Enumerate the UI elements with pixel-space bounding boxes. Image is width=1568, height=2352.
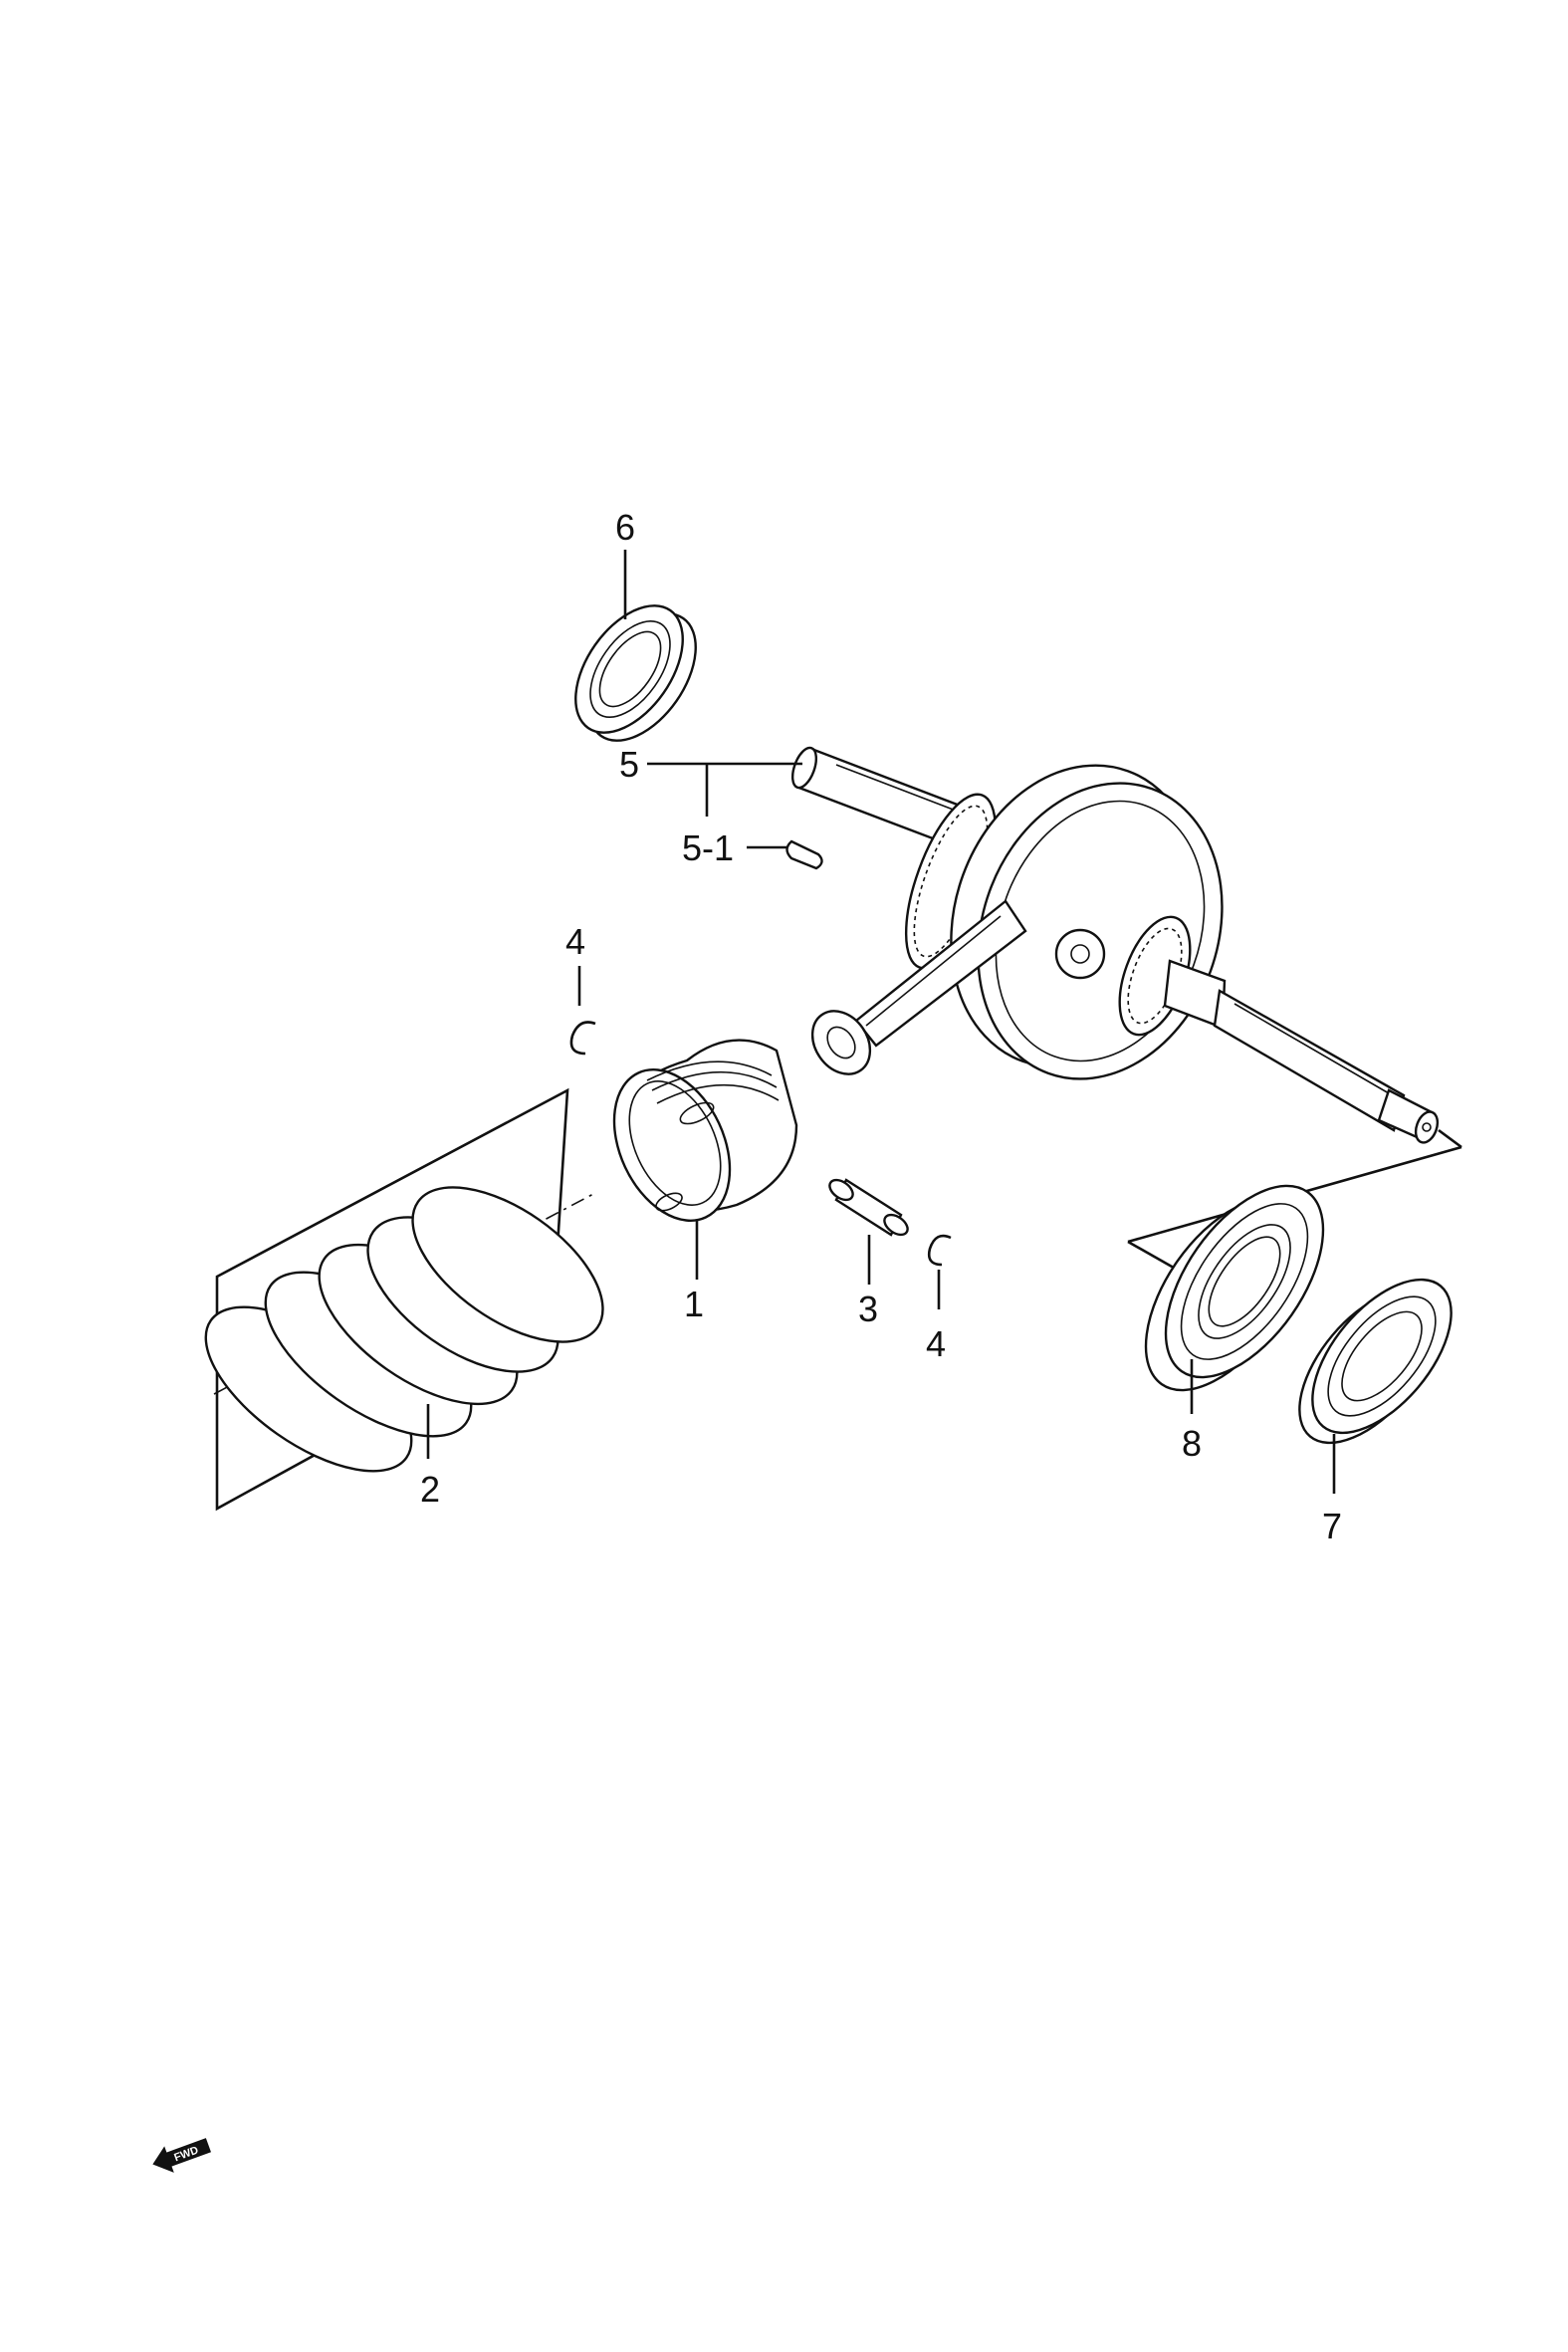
ball-bearing-8 bbox=[1144, 1184, 1325, 1392]
callout-5: 5 bbox=[619, 744, 639, 785]
callout-5-1: 5-1 bbox=[682, 827, 734, 868]
fwd-arrow-icon: FWD bbox=[152, 2138, 211, 2173]
callout-2: 2 bbox=[420, 1469, 440, 1510]
oil-seal-6 bbox=[574, 604, 697, 742]
piston-ring-set-2 bbox=[204, 1087, 604, 1512]
piston-1 bbox=[612, 1039, 798, 1222]
callout-3: 3 bbox=[858, 1289, 878, 1329]
callout-6: 6 bbox=[615, 507, 635, 548]
piston-pin-3 bbox=[828, 1178, 909, 1237]
callout-8: 8 bbox=[1182, 1423, 1202, 1464]
fwd-label: FWD bbox=[172, 2144, 200, 2164]
callout-4-top: 4 bbox=[565, 921, 585, 962]
crankshaft-5 bbox=[790, 746, 1440, 1144]
callout-7: 7 bbox=[1322, 1506, 1342, 1546]
callout-1: 1 bbox=[684, 1284, 704, 1324]
woodruff-key-5-1 bbox=[785, 839, 823, 870]
oil-seal-7 bbox=[1298, 1278, 1453, 1445]
circlip-4-top bbox=[569, 1021, 596, 1056]
circlip-4-bottom bbox=[927, 1234, 952, 1267]
callout-4-bottom: 4 bbox=[926, 1323, 946, 1364]
